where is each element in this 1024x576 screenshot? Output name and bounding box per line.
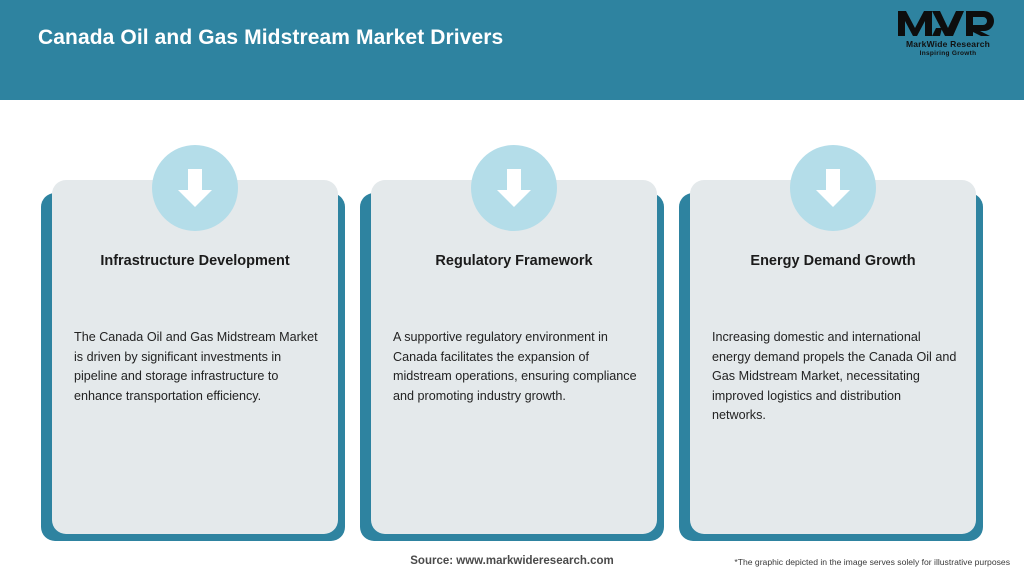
header-banner: Canada Oil and Gas Midstream Market Driv… — [0, 0, 1024, 100]
down-arrow-icon — [471, 145, 557, 231]
driver-card-energy-demand-growth[interactable]: Energy Demand Growth Increasing domestic… — [679, 145, 983, 545]
mwr-logo-icon — [898, 11, 994, 36]
logo-name: MarkWide Research — [905, 39, 991, 49]
driver-card-regulatory-framework[interactable]: Regulatory Framework A supportive regula… — [360, 145, 664, 545]
card-surface — [371, 180, 657, 534]
card-body-text: The Canada Oil and Gas Midstream Market … — [74, 330, 318, 403]
card-title: Energy Demand Growth — [750, 253, 916, 269]
card-title: Regulatory Framework — [435, 253, 593, 269]
down-arrow-icon — [152, 145, 238, 231]
card-title: Infrastructure Development — [100, 253, 290, 269]
card-body-text: A supportive regulatory environment in C… — [393, 330, 637, 403]
down-arrow-icon — [790, 145, 876, 231]
logo-tagline: Inspiring Growth — [919, 50, 977, 57]
source-label: Source: www.markwideresearch.com — [410, 555, 614, 567]
brand-logo: MarkWide Research Inspiring Growth — [892, 8, 1004, 60]
disclaimer-note: *The graphic depicted in the image serve… — [734, 557, 1010, 567]
card-body-text: Increasing domestic and international en… — [712, 330, 957, 423]
page-title: Canada Oil and Gas Midstream Market Driv… — [38, 26, 504, 49]
card-surface — [690, 180, 976, 534]
card-surface — [52, 180, 338, 534]
driver-card-infrastructure-development[interactable]: Infrastructure Development The Canada Oi… — [41, 145, 345, 545]
